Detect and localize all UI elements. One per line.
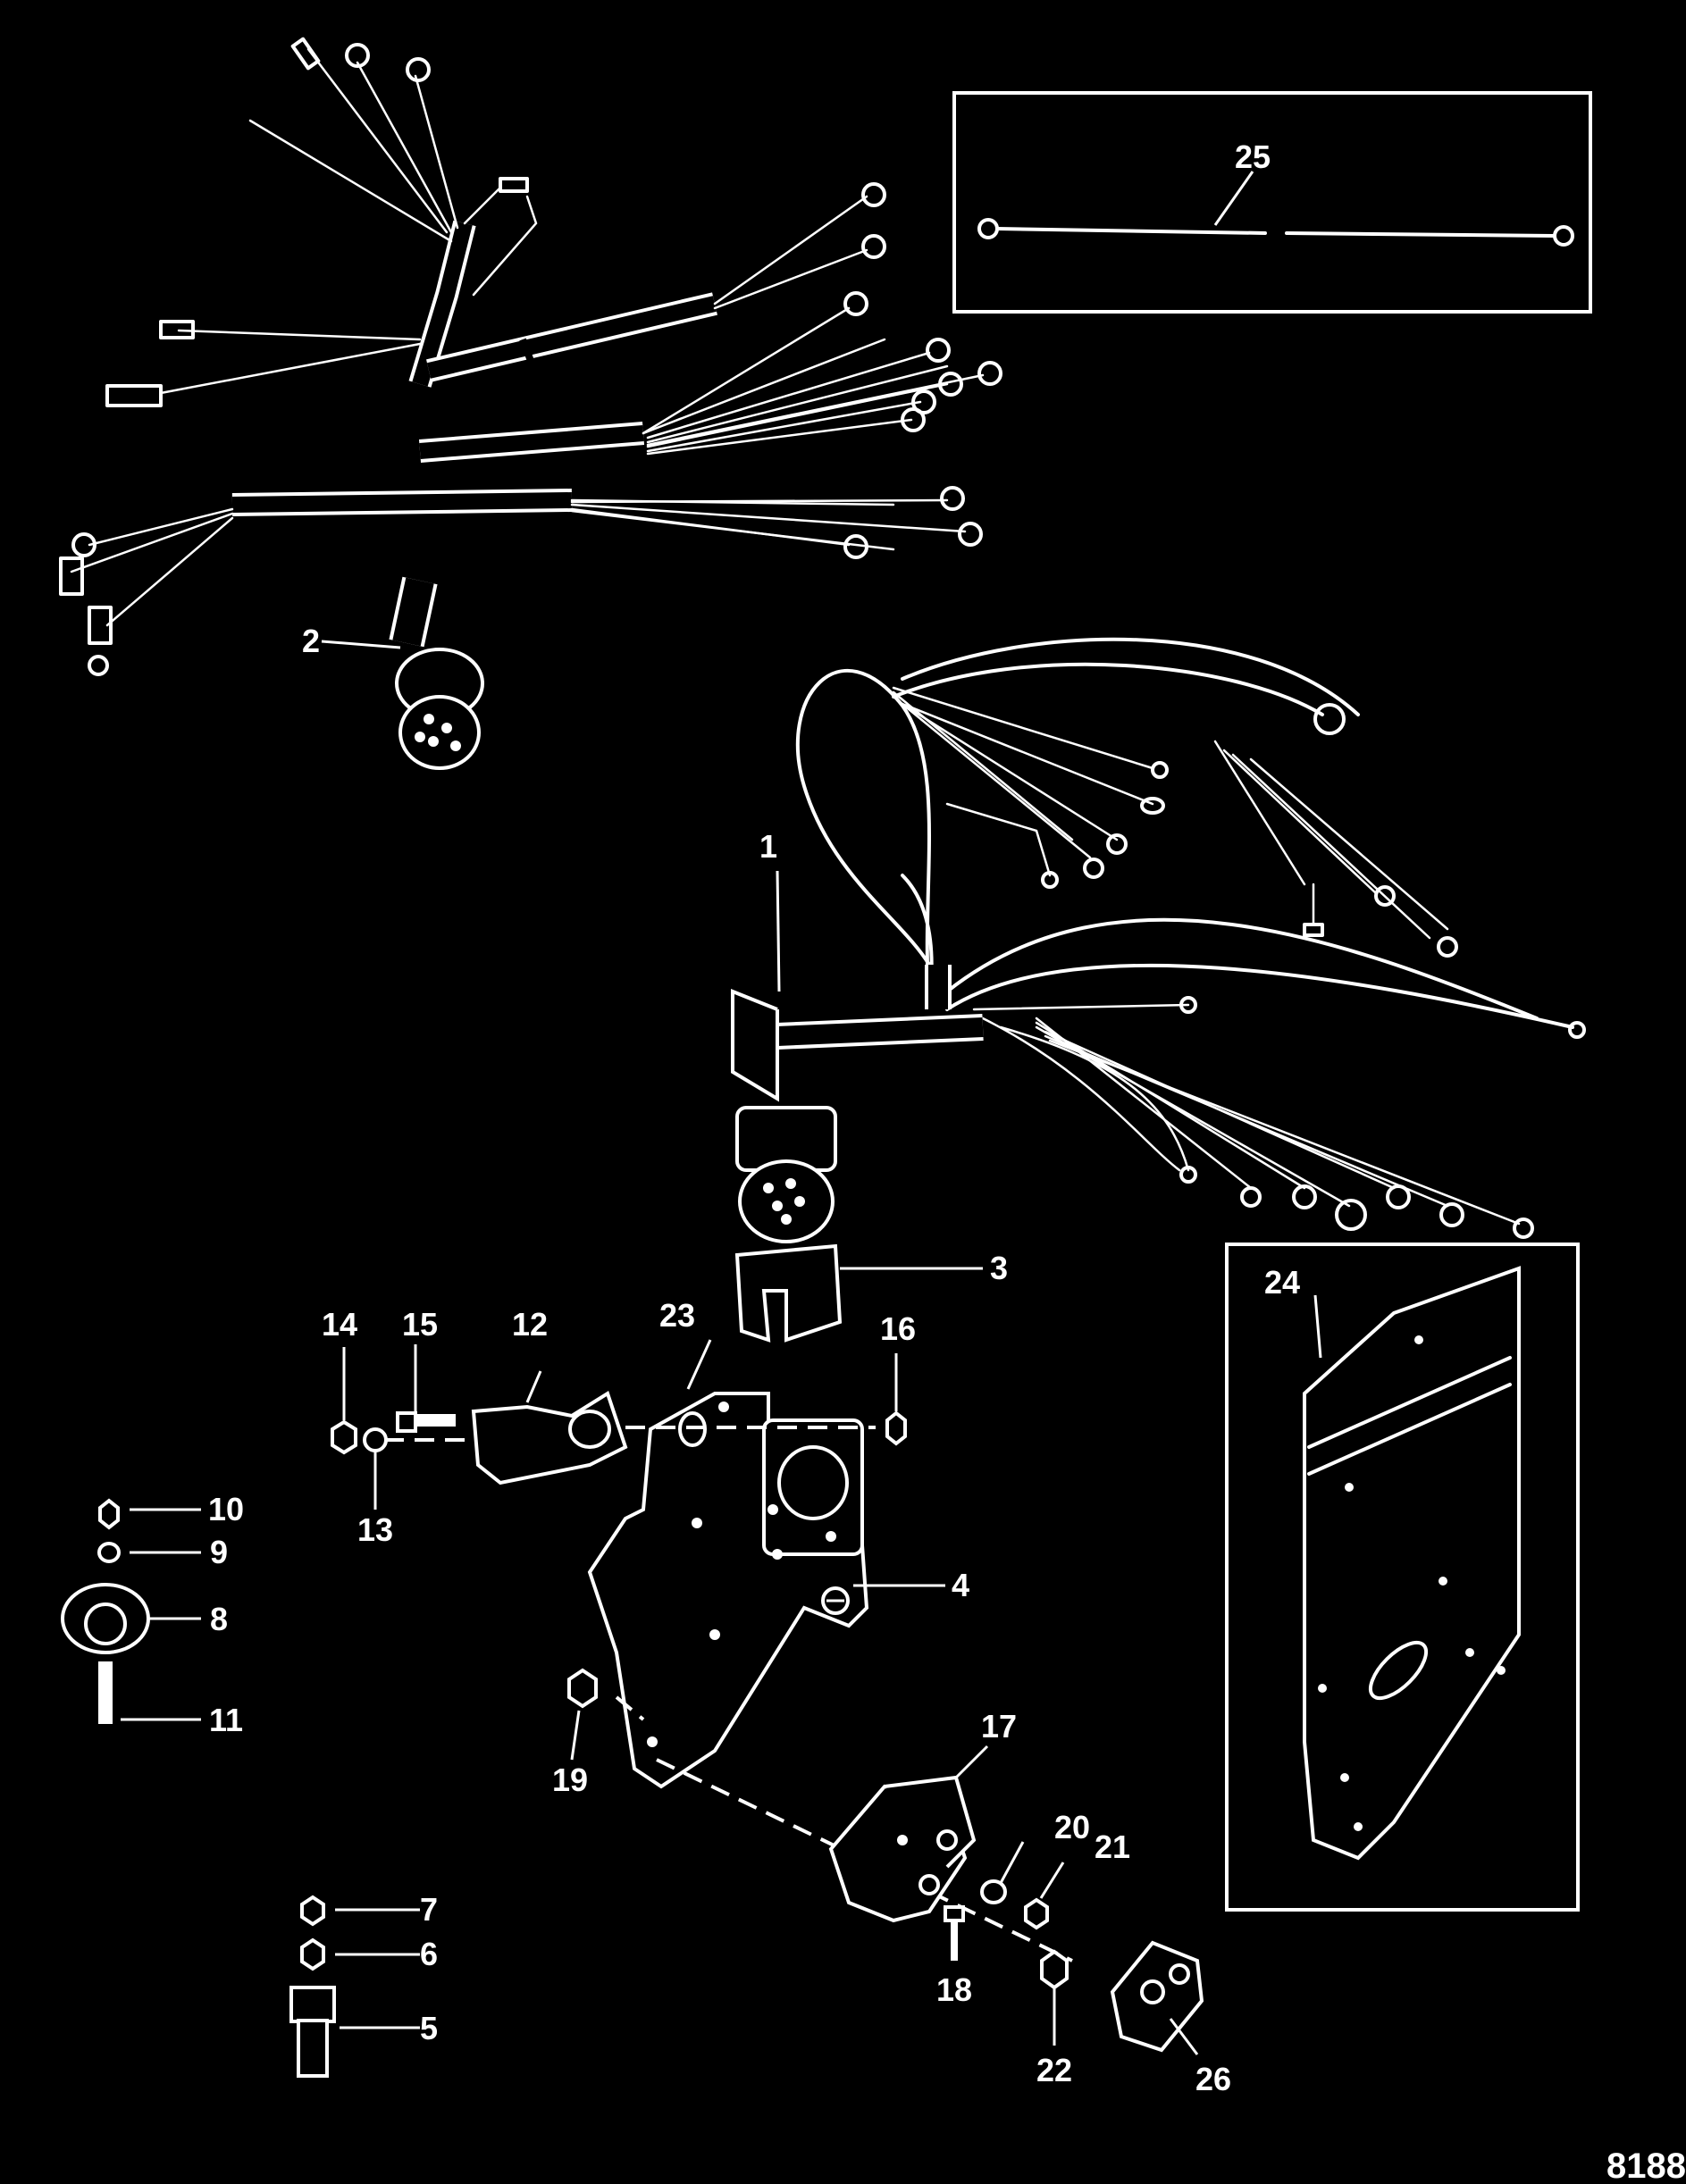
left-column-parts	[61, 1498, 201, 1724]
sender-parts	[289, 1895, 420, 2078]
callout-5: 5	[420, 2010, 438, 2046]
callout-12: 12	[512, 1306, 548, 1343]
callout-9: 9	[210, 1534, 228, 1570]
callout-19: 19	[552, 1761, 588, 1798]
mounting-bracket	[587, 1339, 869, 1789]
instrument-wiring-harness	[731, 637, 1586, 1243]
callout-labels: 1 2 3 4 5 6 7 8 9 10 11 12 13 14 15 16 1…	[208, 138, 1300, 2097]
callout-24: 24	[1264, 1264, 1300, 1301]
callout-17: 17	[981, 1708, 1017, 1745]
callout-22: 22	[1036, 2052, 1072, 2088]
callout-4: 4	[952, 1567, 969, 1603]
callout-21: 21	[1095, 1828, 1130, 1865]
terminal-boot	[1110, 1940, 1204, 2055]
callout-23: 23	[659, 1297, 695, 1334]
callout-7: 7	[420, 1891, 438, 1928]
connector-retainer	[734, 1243, 983, 1343]
callout-20: 20	[1054, 1809, 1090, 1845]
starter-solenoid	[656, 1745, 1073, 2046]
ground-strap-inset	[952, 91, 1592, 314]
figure-number: 8188	[1606, 2146, 1686, 2184]
callout-8: 8	[210, 1601, 228, 1637]
callout-18: 18	[936, 1971, 972, 2008]
solenoid-assembly	[331, 1344, 907, 1510]
callout-2: 2	[302, 623, 320, 659]
callout-10: 10	[208, 1491, 244, 1527]
callout-11: 11	[209, 1702, 243, 1738]
callout-14: 14	[322, 1306, 357, 1343]
callout-6: 6	[420, 1936, 438, 1972]
callout-26: 26	[1195, 2061, 1231, 2097]
callout-25: 25	[1235, 138, 1271, 175]
screw-4	[821, 1584, 945, 1615]
engine-wiring-harness	[59, 37, 1002, 770]
callout-15: 15	[402, 1306, 438, 1343]
nut-19	[567, 1668, 645, 1761]
callout-3: 3	[990, 1250, 1008, 1286]
plate-inset	[1225, 1243, 1580, 1912]
callout-13: 13	[357, 1511, 393, 1548]
callout-16: 16	[880, 1310, 916, 1347]
callout-1: 1	[759, 828, 777, 865]
